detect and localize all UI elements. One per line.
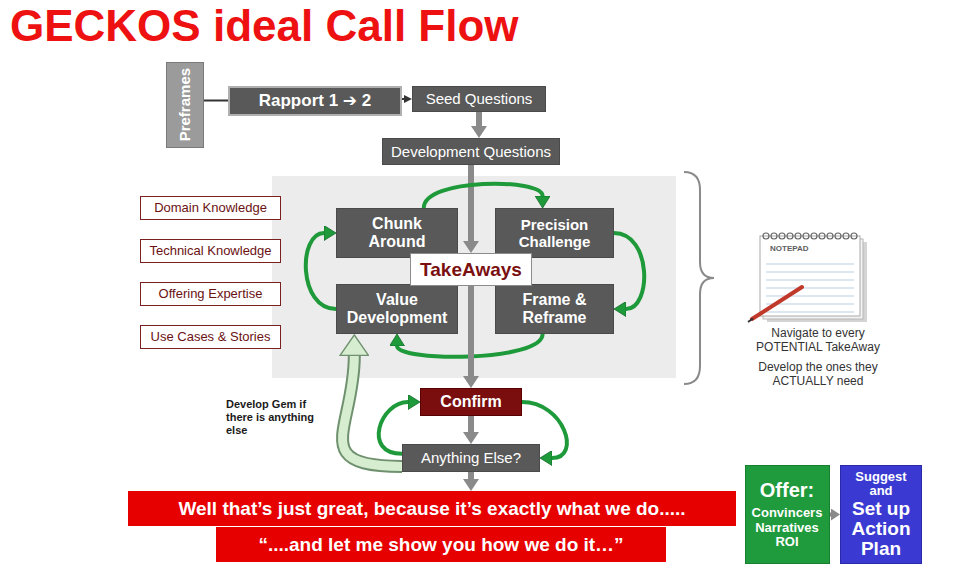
note-label: Develop Gem if there is anything else bbox=[226, 398, 316, 438]
offer-box: Offer: Convincers Narratives ROI bbox=[745, 465, 830, 564]
arrow-line bbox=[306, 233, 336, 309]
node-text: Precision Challenge bbox=[507, 216, 602, 251]
flow-arrow bbox=[471, 286, 472, 376]
curly-brace bbox=[684, 172, 714, 384]
skill-box: Use Cases & Stories bbox=[140, 325, 281, 349]
process-box: Seed Questions bbox=[412, 86, 546, 112]
loop-arrow bbox=[306, 233, 336, 309]
node-text: Use Cases & Stories bbox=[151, 330, 271, 345]
arrow-line bbox=[402, 98, 404, 100]
loop-arrow bbox=[614, 233, 644, 309]
node-text: Frame & Reframe bbox=[510, 291, 600, 328]
node-text: Suggest and bbox=[846, 470, 916, 497]
skill-box: Technical Knowledge bbox=[140, 239, 281, 263]
flow-arrow bbox=[402, 99, 404, 100]
node-text: “....and let me show you how we do it…” bbox=[258, 534, 623, 556]
script-band: “....and let me show you how we do it…” bbox=[216, 527, 666, 562]
flow-arrow bbox=[471, 416, 472, 432]
process-box: Rapport 1 ➔ 2 bbox=[228, 86, 402, 116]
loop-arrow bbox=[424, 184, 543, 208]
node-text: Seed Questions bbox=[426, 90, 533, 107]
cycle-box: Precision Challenge bbox=[495, 208, 614, 258]
confirm-box: Confirm bbox=[420, 388, 522, 416]
arrow-line bbox=[468, 416, 474, 432]
notepad-label: NOTEPAD bbox=[770, 244, 830, 254]
flow-arrow bbox=[830, 514, 832, 515]
skill-box: Offering Expertise bbox=[140, 282, 281, 306]
flow-arrow bbox=[479, 112, 480, 126]
arrow-line bbox=[830, 513, 832, 517]
flow-arrow bbox=[471, 165, 472, 241]
flow-arrow bbox=[471, 472, 472, 479]
question-box: Anything Else? bbox=[402, 444, 540, 472]
node-text: Value Development bbox=[342, 291, 452, 328]
note-text: Develop the ones they ACTUALLY need bbox=[738, 360, 898, 389]
notepad-lines bbox=[766, 264, 854, 312]
arrow-line bbox=[614, 233, 644, 309]
cycle-box: Value Development bbox=[336, 284, 458, 334]
arrow-line bbox=[468, 472, 474, 479]
notepad-illustration bbox=[748, 233, 867, 322]
notepad-spiral bbox=[763, 233, 857, 239]
node-text: Technical Knowledge bbox=[149, 244, 271, 259]
action-box: Suggest andSet up Action Plan bbox=[840, 465, 922, 564]
script-band: Well that’s just great, because it’s exa… bbox=[128, 491, 736, 526]
node-text: Convincers Narratives ROI bbox=[751, 506, 824, 551]
arrow-line bbox=[204, 100, 228, 102]
cycle-box: Frame & Reframe bbox=[495, 284, 614, 334]
arrow-line bbox=[343, 356, 402, 466]
curved-return-arrow bbox=[343, 356, 402, 466]
node-text: Well that’s just great, because it’s exa… bbox=[178, 498, 685, 520]
arrow-line bbox=[424, 184, 543, 208]
arrow-outline bbox=[343, 356, 402, 466]
takeaways-box: TakeAways bbox=[410, 253, 532, 286]
arrow-line bbox=[468, 165, 474, 241]
diagram-title: GECKOS ideal Call Flow bbox=[10, 3, 519, 49]
node-text: Rapport 1 ➔ 2 bbox=[259, 91, 371, 111]
cycle-box: Chunk Around bbox=[336, 208, 458, 258]
node-text: Domain Knowledge bbox=[154, 201, 267, 216]
node-text: Offer: bbox=[760, 479, 814, 502]
node-text: Set up Action Plan bbox=[846, 499, 916, 559]
node-text: Anything Else? bbox=[421, 449, 521, 466]
node-text: Confirm bbox=[440, 393, 501, 411]
node-text: TakeAways bbox=[420, 259, 522, 281]
arrow-line bbox=[468, 286, 474, 376]
arrow-line bbox=[476, 112, 482, 126]
node-text: Development Questions bbox=[391, 143, 551, 160]
node-text: Offering Expertise bbox=[159, 287, 263, 302]
pencil bbox=[748, 287, 802, 322]
node-text: Chunk Around bbox=[357, 215, 437, 252]
flow-arrow bbox=[204, 100, 228, 101]
skill-box: Domain Knowledge bbox=[140, 196, 281, 220]
node-text: Preframes bbox=[176, 68, 193, 141]
preframes-bar: Preframes bbox=[166, 62, 204, 148]
note-text: Navigate to every POTENTIAL TakeAway bbox=[738, 326, 898, 355]
process-box: Development Questions bbox=[382, 138, 560, 165]
